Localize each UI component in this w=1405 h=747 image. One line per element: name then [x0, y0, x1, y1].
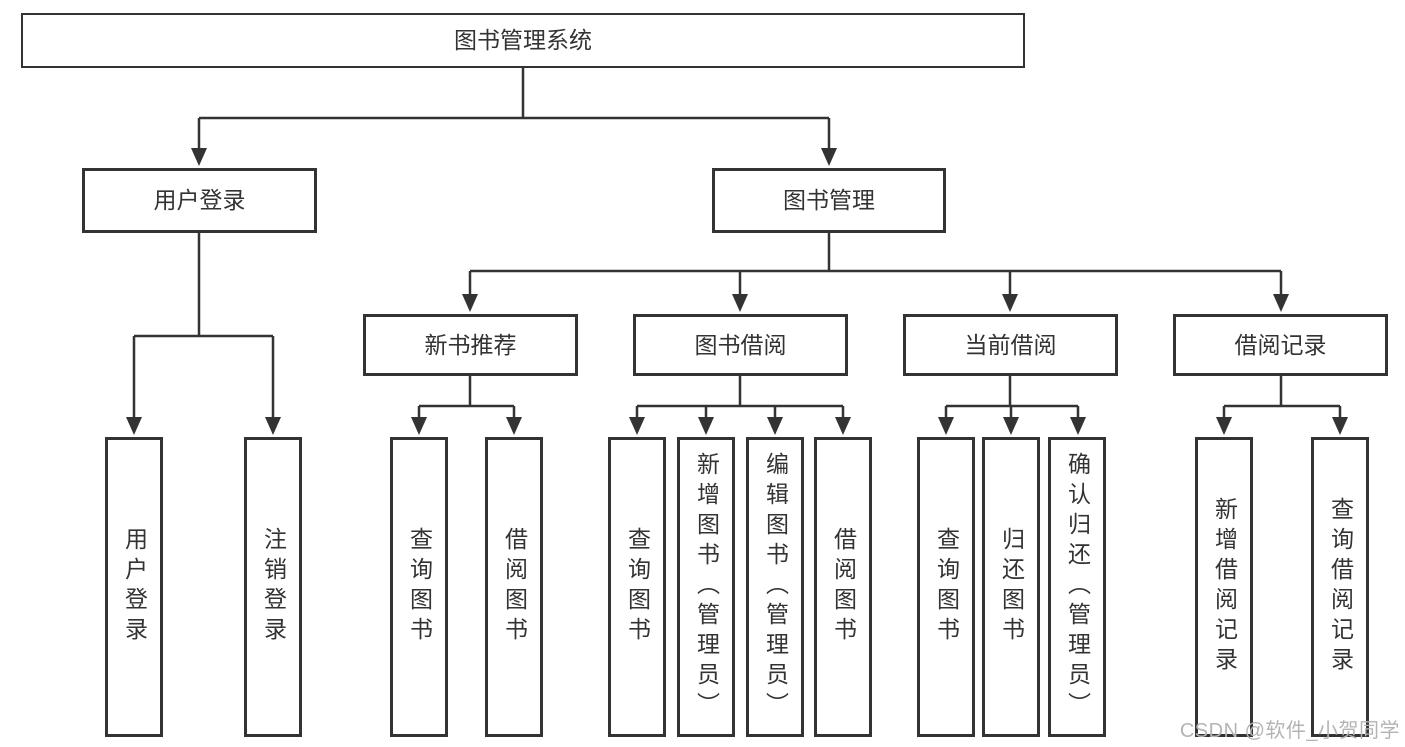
- arrowhead: [1002, 294, 1018, 312]
- node-book-management: 图书管理: [712, 168, 946, 233]
- leaf-edit-book-admin: 编辑图书（管理员）: [746, 437, 804, 737]
- node-root: 图书管理系统: [21, 13, 1025, 68]
- leaf-query-borrow-record: 查询借阅记录: [1311, 437, 1369, 737]
- leaf-return-book: 归还图书: [982, 437, 1040, 737]
- arrowhead: [1273, 294, 1289, 312]
- leaf-add-borrow-record: 新增借阅记录: [1195, 437, 1253, 737]
- leaf-logout: 注销登录: [244, 437, 302, 737]
- leaf-user-login: 用户登录: [105, 437, 163, 737]
- arrowhead: [1216, 417, 1232, 435]
- arrowhead: [1070, 417, 1086, 435]
- arrowhead: [506, 417, 522, 435]
- arrowhead: [265, 417, 281, 435]
- node-user-login-branch: 用户登录: [82, 168, 317, 233]
- leaf-borrow-books-recommend: 借阅图书: [485, 437, 543, 737]
- node-borrow-records: 借阅记录: [1173, 314, 1388, 376]
- leaf-add-book-admin: 新增图书（管理员）: [677, 437, 735, 737]
- arrowhead: [629, 417, 645, 435]
- leaf-query-books-borrow: 查询图书: [608, 437, 666, 737]
- node-current-borrow: 当前借阅: [903, 314, 1118, 376]
- leaf-query-books-current: 查询图书: [917, 437, 975, 737]
- leaf-query-books-recommend: 查询图书: [390, 437, 448, 737]
- arrowhead: [821, 148, 837, 166]
- arrowhead: [411, 417, 427, 435]
- arrowhead: [938, 417, 954, 435]
- node-new-book-recommend: 新书推荐: [363, 314, 578, 376]
- leaf-confirm-return-admin: 确认归还（管理员）: [1048, 437, 1106, 737]
- arrowhead: [732, 294, 748, 312]
- arrowhead: [698, 417, 714, 435]
- csdn-watermark: CSDN @软件_小贺同学: [1179, 720, 1400, 742]
- arrowhead: [462, 294, 478, 312]
- arrowhead: [126, 417, 142, 435]
- arrowhead: [835, 417, 851, 435]
- node-book-borrow: 图书借阅: [633, 314, 848, 376]
- arrowhead: [191, 148, 207, 166]
- arrowhead: [1003, 417, 1019, 435]
- arrowhead: [767, 417, 783, 435]
- leaf-borrow-books-borrow: 借阅图书: [814, 437, 872, 737]
- arrowhead: [1332, 417, 1348, 435]
